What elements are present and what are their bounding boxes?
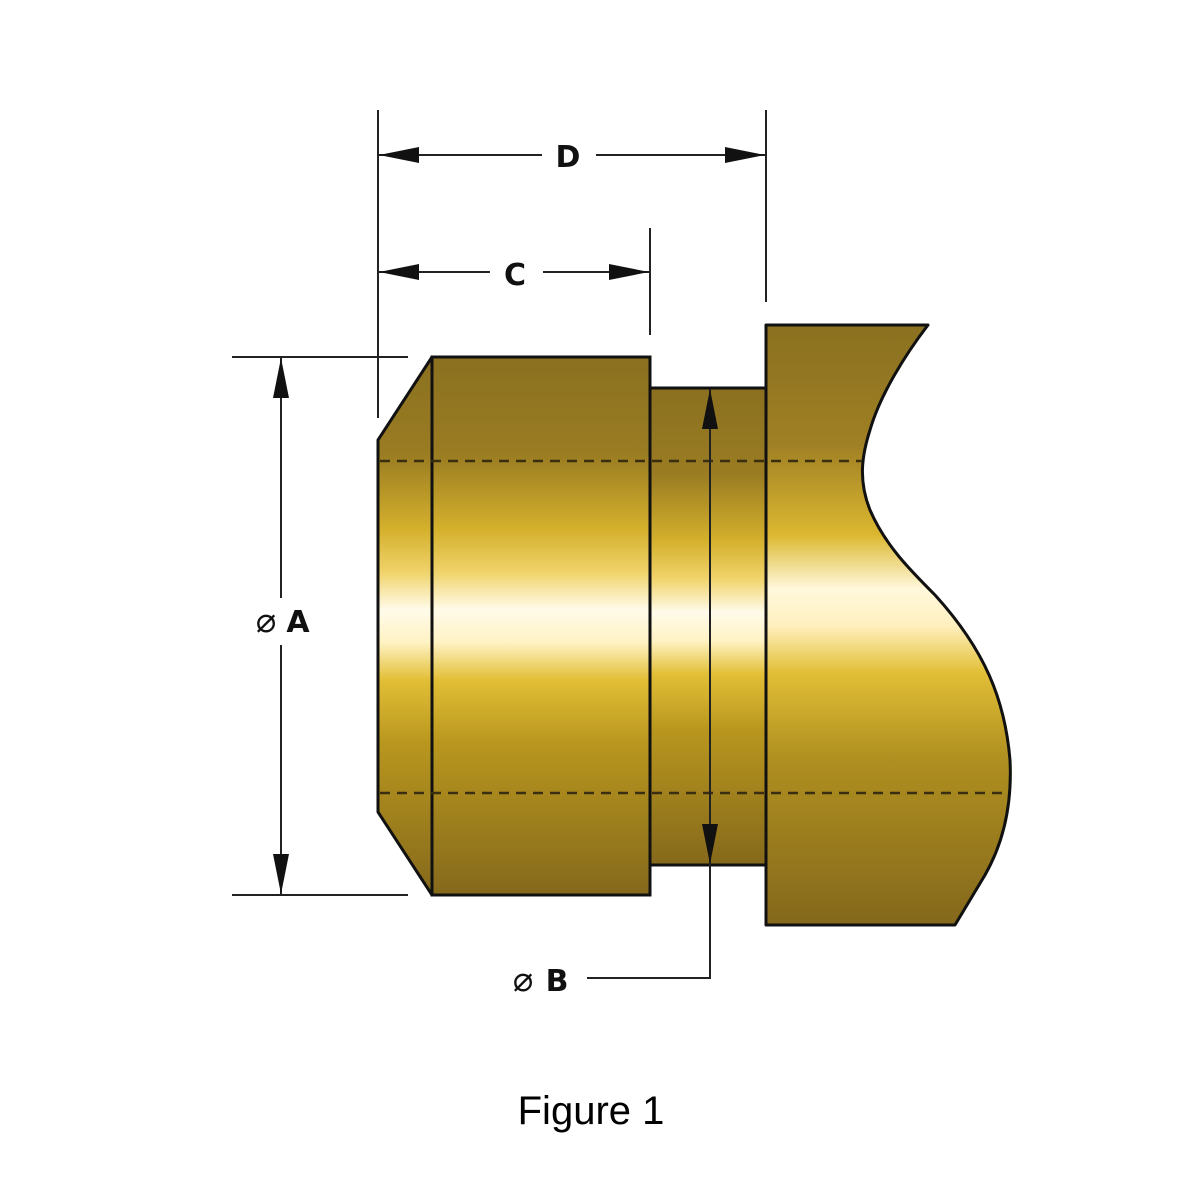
diameter-symbol-a: ⌀ [256,601,276,641]
diameter-symbol-b: ⌀ [513,960,533,1000]
dimension-d: D [377,110,767,418]
figure-caption: Figure 1 [518,1089,665,1133]
dimension-c: C [379,228,651,335]
dimension-a-label: A [286,605,310,640]
chamfer-face [376,355,434,897]
dimension-d-label: D [556,140,581,175]
groove [648,386,768,867]
b-leader-line [587,864,711,979]
brass-fitting [376,323,1012,927]
shoulder-body [764,323,1012,927]
main-cylinder [430,355,652,897]
dimension-b-label: B [546,964,569,999]
dimension-c-label: C [504,258,526,293]
dimension-a: ⌀ A [232,356,408,896]
dimension-b: ⌀ B [513,389,718,1000]
